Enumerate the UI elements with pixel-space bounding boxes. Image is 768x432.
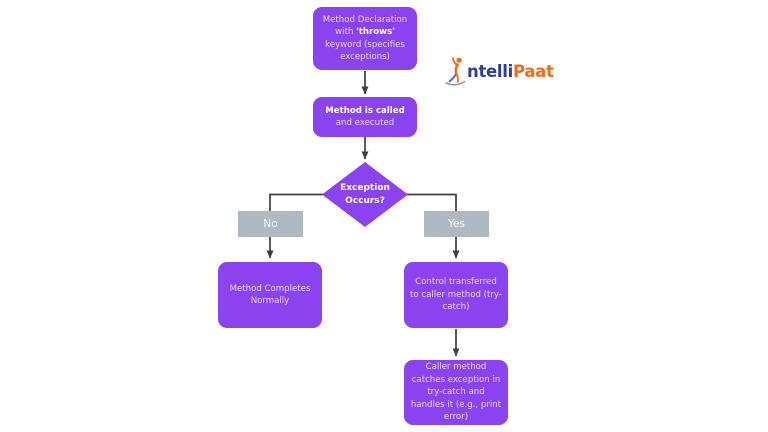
branch-label-yes: Yes <box>424 211 489 237</box>
person-leaping-icon <box>445 57 466 86</box>
node-caller-catches-text: Caller method catches exception in try-c… <box>410 362 502 423</box>
decision-exception-occurs-text: Exception Occurs? <box>340 182 390 206</box>
node-method-declaration-text: Method Declaration with 'throws' keyword… <box>322 14 408 62</box>
node-control-transferred: Control transferred to caller method (tr… <box>404 262 508 328</box>
branch-label-no: No <box>238 211 303 237</box>
node-method-called-text: Method is called and executed <box>325 105 405 128</box>
logo-wordmark: ntelliPaat <box>467 62 554 81</box>
node-method-completes: Method Completes Normally <box>218 262 322 328</box>
logo-text-ntelli: ntelli <box>467 61 513 81</box>
node-caller-catches: Caller method catches exception in try-c… <box>404 360 508 425</box>
node-method-declaration: Method Declaration with 'throws' keyword… <box>313 7 417 70</box>
node-method-called: Method is called and executed <box>313 97 417 137</box>
node-method-completes-text: Method Completes Normally <box>229 283 311 306</box>
node-control-transferred-text: Control transferred to caller method (tr… <box>410 277 502 313</box>
logo-text-paat: Paat <box>513 61 554 81</box>
intellipaat-logo: ntelliPaat <box>445 56 554 86</box>
